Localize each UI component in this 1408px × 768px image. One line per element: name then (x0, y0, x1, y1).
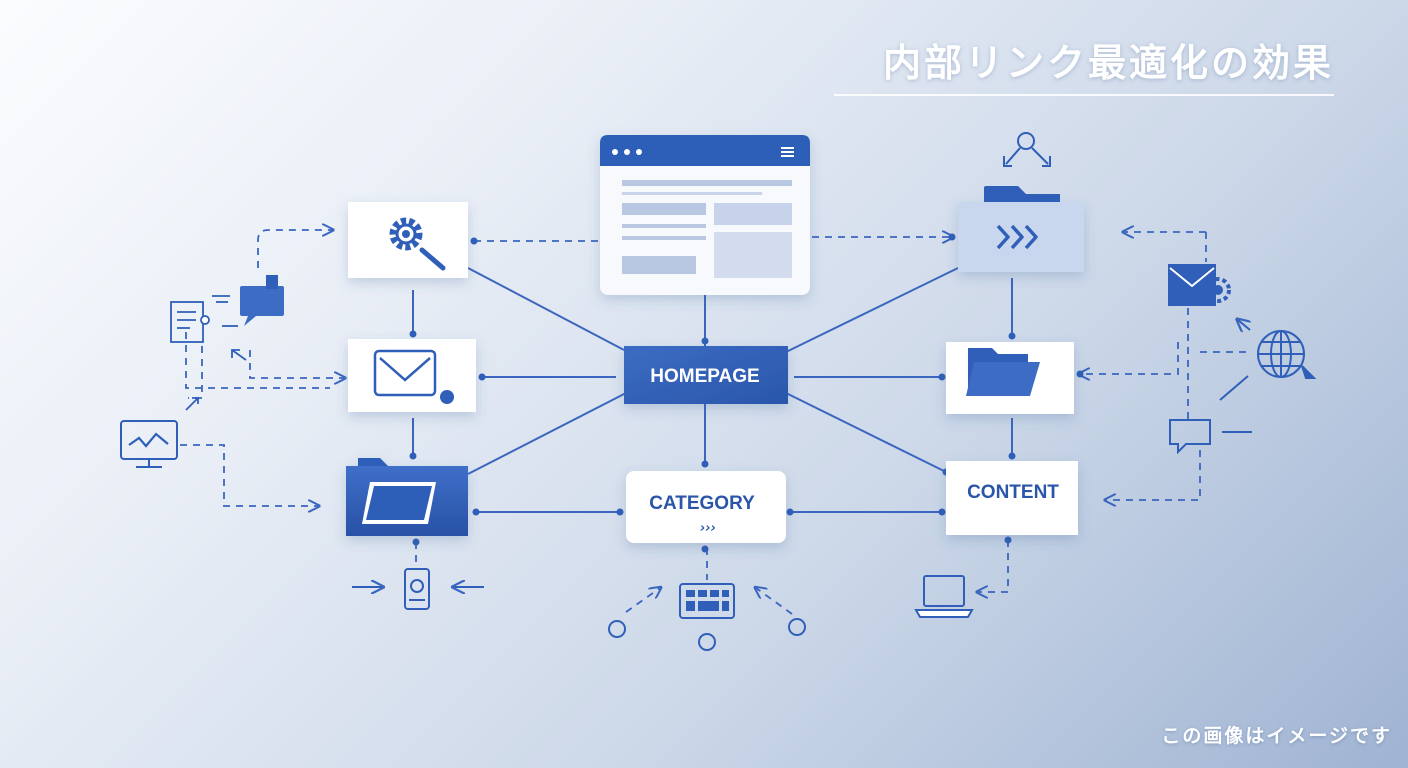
category-node (626, 471, 786, 543)
folder-card-right (946, 342, 1074, 414)
browser-window-icon (600, 135, 810, 295)
phone-icon (404, 568, 430, 610)
sitemap-icon (1003, 132, 1051, 167)
homepage-node (624, 346, 788, 404)
mail-gear-icon (1168, 264, 1231, 306)
node-circles (608, 618, 806, 651)
arrow-small-icon (185, 349, 247, 411)
dashed-connectors (180, 230, 1252, 615)
chat-bubble-icon (1169, 419, 1252, 455)
email-card (348, 339, 476, 412)
chat-box-icon (240, 275, 284, 326)
connector-dots (409, 233, 1084, 553)
diagonal-arrows (1219, 320, 1250, 401)
image-note: この画像はイメージです (1161, 725, 1392, 747)
forward-card (958, 186, 1084, 272)
folder-card-left (346, 458, 468, 536)
content-node (946, 461, 1078, 535)
page-title: 内部リンク最適化の効果 (834, 38, 1334, 96)
email-icon (373, 349, 454, 404)
laptop-icon (914, 575, 974, 618)
search-card (348, 202, 468, 278)
category-label: CATEGORY (649, 493, 755, 514)
gear-search-icon (389, 217, 446, 271)
solid-connectors (412, 267, 1013, 513)
content-label: CONTENT (967, 482, 1059, 503)
keyboard-icon (679, 583, 735, 619)
category-arrows-icon: ››› (700, 521, 716, 536)
globe-icon (1257, 330, 1317, 379)
monitor-chart-icon (120, 420, 178, 468)
forward-arrows-icon (996, 224, 1038, 250)
homepage-label: HOMEPAGE (650, 366, 759, 387)
folder-icon (966, 348, 1040, 396)
document-icon (170, 295, 238, 343)
